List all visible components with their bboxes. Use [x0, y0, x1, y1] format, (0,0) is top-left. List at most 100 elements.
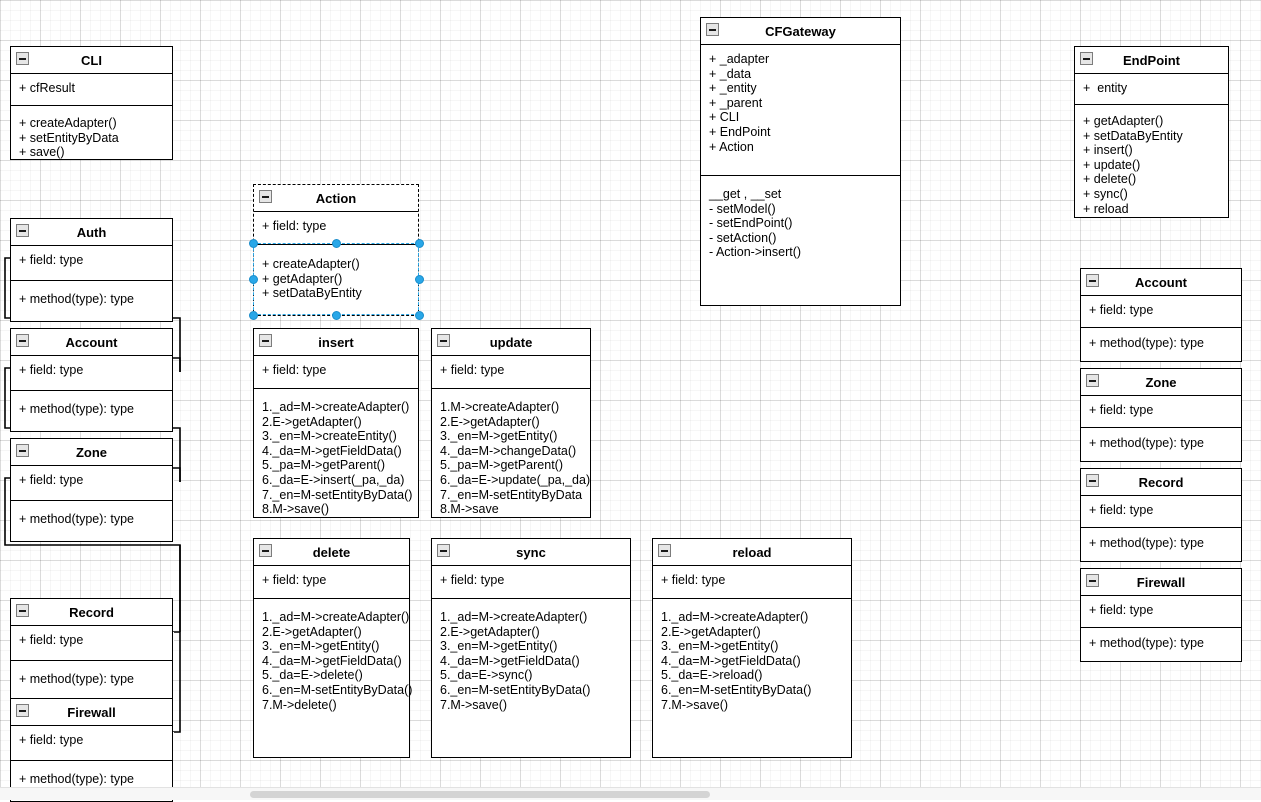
resize-handle-s[interactable]: [331, 310, 341, 320]
method-row: + method(type): type: [19, 672, 134, 686]
uml-attributes-compartment[interactable]: + field: type: [254, 356, 418, 389]
uml-class-firewall-left[interactable]: Firewall+ field: type+ method(type): typ…: [10, 698, 173, 802]
collapse-minus-icon[interactable]: [16, 334, 29, 347]
method-row: 5._da=E->sync(): [440, 668, 533, 683]
uml-attributes-compartment[interactable]: + field: type: [1081, 496, 1241, 528]
method-row: + getAdapter(): [262, 271, 343, 286]
uml-methods-compartment[interactable]: + method(type): type: [11, 761, 172, 801]
collapse-minus-icon[interactable]: [1086, 574, 1099, 587]
collapse-minus-icon[interactable]: [16, 704, 29, 717]
uml-methods-compartment[interactable]: 1.M->createAdapter()2.E->getAdapter()3._…: [432, 389, 590, 517]
collapse-minus-icon[interactable]: [16, 444, 29, 457]
uml-attributes-compartment[interactable]: + field: type: [432, 566, 630, 599]
uml-attributes-compartment[interactable]: + field: type: [254, 212, 418, 245]
collapse-minus-icon[interactable]: [1086, 274, 1099, 287]
uml-methods-compartment[interactable]: + getAdapter()+ setDataByEntity+ insert(…: [1075, 105, 1228, 217]
uml-methods-compartment[interactable]: + method(type): type: [11, 661, 172, 701]
collapse-minus-icon[interactable]: [259, 334, 272, 347]
uml-class-zone-left[interactable]: Zone+ field: type+ method(type): type: [10, 438, 173, 542]
collapse-minus-icon[interactable]: [16, 224, 29, 237]
uml-attributes-compartment[interactable]: + field: type: [11, 356, 172, 391]
uml-class-title-zone-right: Zone: [1081, 369, 1241, 396]
uml-class-record-right[interactable]: Record+ field: type+ method(type): type: [1080, 468, 1242, 562]
resize-handle-nw[interactable]: [248, 238, 258, 248]
class-name-label: CFGateway: [765, 23, 836, 39]
method-row: 5._da=E->delete(): [262, 668, 363, 683]
uml-attributes-compartment[interactable]: + field: type: [1081, 296, 1241, 328]
uml-methods-compartment[interactable]: + createAdapter()+ setEntityByData+ save…: [11, 106, 172, 159]
uml-attributes-compartment[interactable]: + field: type: [11, 626, 172, 661]
uml-methods-compartment[interactable]: + createAdapter()+ getAdapter()+ setData…: [254, 245, 418, 315]
uml-class-endpoint[interactable]: EndPoint+ entity+ getAdapter()+ setDataB…: [1074, 46, 1229, 218]
uml-methods-compartment[interactable]: __get , __set- setModel()- setEndPoint()…: [701, 176, 900, 305]
uml-methods-compartment[interactable]: + method(type): type: [1081, 628, 1241, 661]
collapse-minus-icon[interactable]: [259, 190, 272, 203]
collapse-minus-icon[interactable]: [259, 544, 272, 557]
uml-attributes-compartment[interactable]: + _adapter+ _data+ _entity+ _parent+ CLI…: [701, 45, 900, 176]
uml-attributes-compartment[interactable]: + field: type: [653, 566, 851, 599]
uml-attributes-compartment[interactable]: + entity: [1075, 74, 1228, 105]
uml-methods-compartment[interactable]: + method(type): type: [11, 391, 172, 431]
uml-class-account-right[interactable]: Account+ field: type+ method(type): type: [1080, 268, 1242, 362]
resize-handle-se[interactable]: [414, 310, 424, 320]
method-row: + createAdapter(): [262, 257, 360, 271]
scrollbar-thumb[interactable]: [250, 791, 710, 798]
uml-attributes-compartment[interactable]: + field: type: [11, 466, 172, 501]
uml-class-zone-right[interactable]: Zone+ field: type+ method(type): type: [1080, 368, 1242, 462]
uml-methods-compartment[interactable]: 1._ad=M->createAdapter()2.E->getAdapter(…: [254, 599, 413, 757]
method-row: 6._da=E->insert(_pa,_da): [262, 472, 405, 487]
uml-attributes-compartment[interactable]: + field: type: [432, 356, 590, 389]
resize-handle-w[interactable]: [248, 274, 258, 284]
method-row: + reload: [1083, 201, 1129, 216]
collapse-minus-icon[interactable]: [437, 544, 450, 557]
uml-class-action[interactable]: Action+ field: type+ createAdapter()+ ge…: [253, 184, 419, 316]
method-row: 6._en=M-setEntityByData(): [440, 682, 591, 697]
resize-handle-ne[interactable]: [414, 238, 424, 248]
uml-class-account-left[interactable]: Account+ field: type+ method(type): type: [10, 328, 173, 432]
uml-class-title-auth: Auth: [11, 219, 172, 246]
collapse-minus-icon[interactable]: [658, 544, 671, 557]
method-row: 7.M->save(): [661, 697, 729, 712]
uml-attributes-compartment[interactable]: + field: type: [1081, 596, 1241, 628]
uml-methods-compartment[interactable]: + method(type): type: [1081, 528, 1241, 561]
uml-attributes-compartment[interactable]: + cfResult: [11, 74, 172, 106]
collapse-minus-icon[interactable]: [1080, 52, 1093, 65]
uml-methods-compartment[interactable]: + method(type): type: [11, 501, 172, 541]
uml-attributes-compartment[interactable]: + field: type: [11, 726, 172, 761]
uml-class-title-endpoint: EndPoint: [1075, 47, 1228, 74]
attribute-row: + CLI: [709, 110, 740, 125]
uml-methods-compartment[interactable]: + method(type): type: [1081, 428, 1241, 461]
collapse-minus-icon[interactable]: [706, 23, 719, 36]
collapse-minus-icon[interactable]: [16, 52, 29, 65]
collapse-minus-icon[interactable]: [437, 334, 450, 347]
uml-class-firewall-right[interactable]: Firewall+ field: type+ method(type): typ…: [1080, 568, 1242, 662]
method-row: 6._en=M-setEntityByData(): [262, 682, 413, 697]
uml-methods-compartment[interactable]: + method(type): type: [1081, 328, 1241, 361]
uml-methods-compartment[interactable]: 1._ad=M->createAdapter()2.E->getAdapter(…: [653, 599, 851, 757]
uml-class-cfgateway[interactable]: CFGateway + _adapter+ _data+ _entity+ _pa…: [700, 17, 901, 306]
uml-class-cli[interactable]: CLI+ cfResult+ createAdapter()+ setEntit…: [10, 46, 173, 160]
resize-handle-e[interactable]: [414, 274, 424, 284]
uml-methods-compartment[interactable]: + method(type): type: [11, 281, 172, 321]
attribute-row: + field: type: [1089, 503, 1154, 517]
collapse-minus-icon[interactable]: [1086, 474, 1099, 487]
method-row: 8.M->save: [440, 502, 499, 517]
collapse-minus-icon[interactable]: [1086, 374, 1099, 387]
uml-attributes-compartment[interactable]: + field: type: [11, 246, 172, 281]
uml-class-record-left[interactable]: Record+ field: type+ method(type): type: [10, 598, 173, 702]
uml-methods-compartment[interactable]: 1._ad=M->createAdapter()2.E->getAdapter(…: [432, 599, 630, 757]
collapse-minus-icon[interactable]: [16, 604, 29, 617]
resize-handle-n[interactable]: [331, 238, 341, 248]
uml-methods-compartment[interactable]: 1._ad=M->createAdapter()2.E->getAdapter(…: [254, 389, 418, 517]
uml-attributes-compartment[interactable]: + field: type: [1081, 396, 1241, 428]
horizontal-scrollbar[interactable]: [0, 787, 1261, 800]
uml-class-auth[interactable]: Auth+ field: type+ method(type): type: [10, 218, 173, 322]
uml-attributes-compartment[interactable]: + field: type: [254, 566, 409, 599]
resize-handle-sw[interactable]: [248, 310, 258, 320]
